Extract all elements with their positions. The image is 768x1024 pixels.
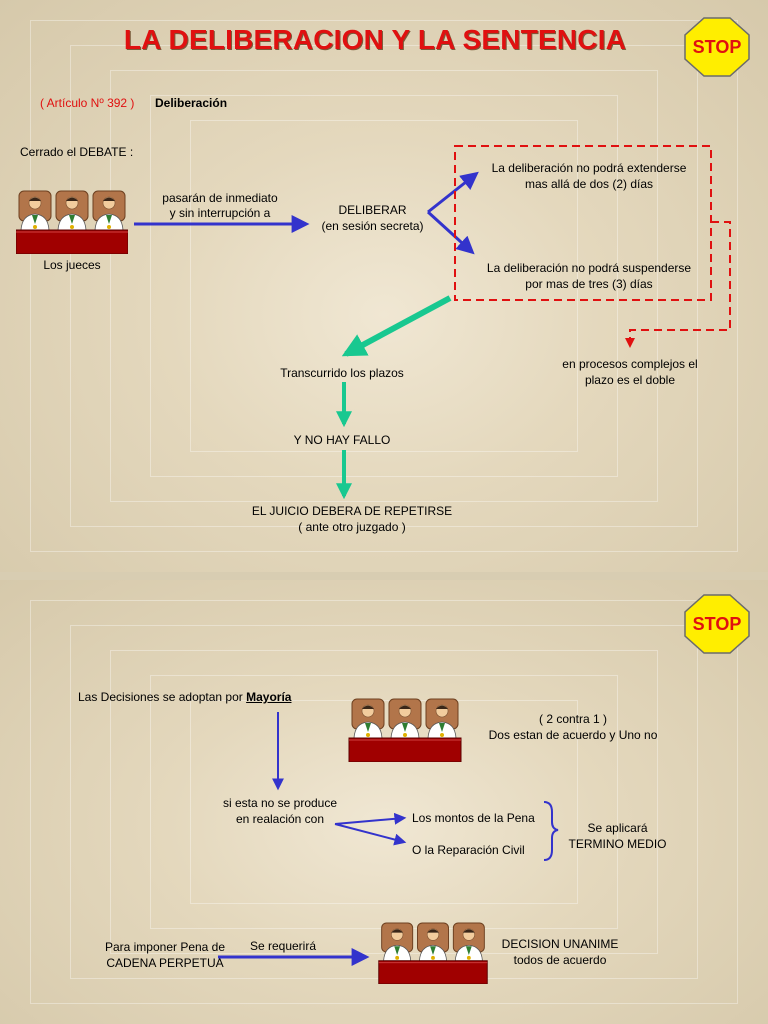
stop-sign-icon: STOP (684, 594, 750, 654)
background-frame (190, 120, 578, 452)
article-topic: Deliberación (155, 96, 228, 110)
judge-figure-icon (18, 190, 52, 231)
if-not-line-1: si esta no se produce (222, 796, 338, 810)
repeat-trial-line-1: EL JUICIO DEBERA DE REPETIRSE (251, 504, 453, 518)
required-label: Se requerirá (249, 939, 317, 953)
page-title: LA DELIBERACION Y LA SENTENCIA (123, 24, 627, 55)
judges-illustration (16, 190, 128, 254)
majority-keyword: Mayoría (246, 690, 292, 704)
background-frame (190, 700, 578, 904)
apply-midpoint: TERMINO MEDIO (568, 837, 667, 851)
limit-suspend-line-2: por mas de tres (3) días (525, 277, 653, 291)
option-civil-reparation: O la Reparación Civil (412, 843, 525, 857)
judge-figure-icon (425, 698, 459, 739)
repeat-trial-line-2: ( ante otro juzgado ) (298, 520, 406, 534)
judges-bench (348, 737, 462, 762)
deliberar-label: DELIBERAR (338, 203, 407, 217)
vote-count: ( 2 contra 1 ) (538, 712, 608, 726)
complex-cases-line-2: plazo es el doble (584, 373, 676, 387)
option-penalty-amounts: Los montos de la Pena (412, 811, 535, 825)
judge-figure-icon (92, 190, 126, 231)
stop-sign-icon: STOP (684, 17, 750, 77)
limit-extend-line-1: La deliberación no podrá extenderse (491, 161, 687, 175)
no-ruling: Y NO HAY FALLO (293, 433, 391, 447)
to-civil-arrow (334, 823, 407, 846)
background-frame (30, 600, 738, 1004)
slide-deliberation: LA DELIBERACION Y LA SENTENCIA STOP ( Ar… (0, 0, 768, 572)
judge-figure-icon (452, 922, 485, 962)
to-extend-limit-arrow (427, 171, 479, 214)
judge-figure-icon (351, 698, 385, 739)
judges-illustration (376, 922, 490, 984)
slide-decisions: STOP Las Decisiones se adoptan por Mayor… (0, 580, 768, 1024)
judge-figure-icon (388, 698, 422, 739)
judge-figure-icon (381, 922, 414, 962)
judge-figure-icon (55, 190, 89, 231)
life-sentence-line-2: CADENA PERPETUA (106, 956, 224, 970)
slide1-connectors (134, 145, 731, 500)
slide2-connectors (218, 712, 559, 966)
slide-background (0, 0, 768, 572)
life-sentence-line-1: Para imponer Pena de (104, 940, 226, 954)
closed-debate-label: Cerrado el DEBATE : (20, 145, 134, 159)
to-suspend-limit-arrow (426, 210, 475, 255)
options-curly-brace (543, 801, 559, 861)
deliberar-secret-session: (en sesión secreta) (321, 219, 424, 233)
complex-cases-dashed-connector (625, 221, 731, 348)
vote-explanation: Dos estan de acuerdo y Uno no (488, 728, 658, 742)
background-frame (150, 95, 618, 477)
complex-cases-line-1: en procesos complejos el (562, 357, 698, 371)
unanimous-decision: DECISION UNANIME (501, 937, 619, 951)
time-limits-dashed-box (454, 145, 712, 301)
decisions-by-majority: Las Decisiones se adoptan por Mayoría (78, 689, 291, 705)
judges-bench (16, 229, 128, 254)
judge-figure-icon (417, 922, 449, 962)
background-frame (70, 45, 698, 527)
judges-label: Los jueces (43, 258, 101, 272)
background-frame (110, 650, 658, 954)
apply-line-1: Se aplicará (587, 821, 648, 835)
article-reference: ( Artículo Nº 392 ) (40, 96, 135, 110)
all-agree: todos de acuerdo (513, 953, 607, 967)
stop-label: STOP (693, 37, 742, 57)
stop-label: STOP (693, 614, 742, 634)
to-penalty-arrow (334, 812, 407, 825)
arrow-text-line-1: pasarán de inmediato (162, 191, 278, 205)
background-frame (110, 70, 658, 502)
arrow-text-line-2: y sin interrupción a (169, 206, 271, 220)
limit-suspend-line-1: La deliberación no podrá suspenderse (486, 261, 692, 275)
to-elapsed-terms-arrow (341, 295, 452, 357)
judges-bench (378, 960, 488, 984)
if-not-line-2: en realación con (235, 812, 325, 826)
decisions-prefix: Las Decisiones se adoptan por (78, 690, 243, 704)
judges-illustration (348, 698, 462, 762)
limit-extend-line-2: mas allá de dos (2) días (524, 177, 654, 191)
elapsed-terms: Transcurrido los plazos (280, 366, 404, 380)
background-frame (30, 20, 738, 552)
